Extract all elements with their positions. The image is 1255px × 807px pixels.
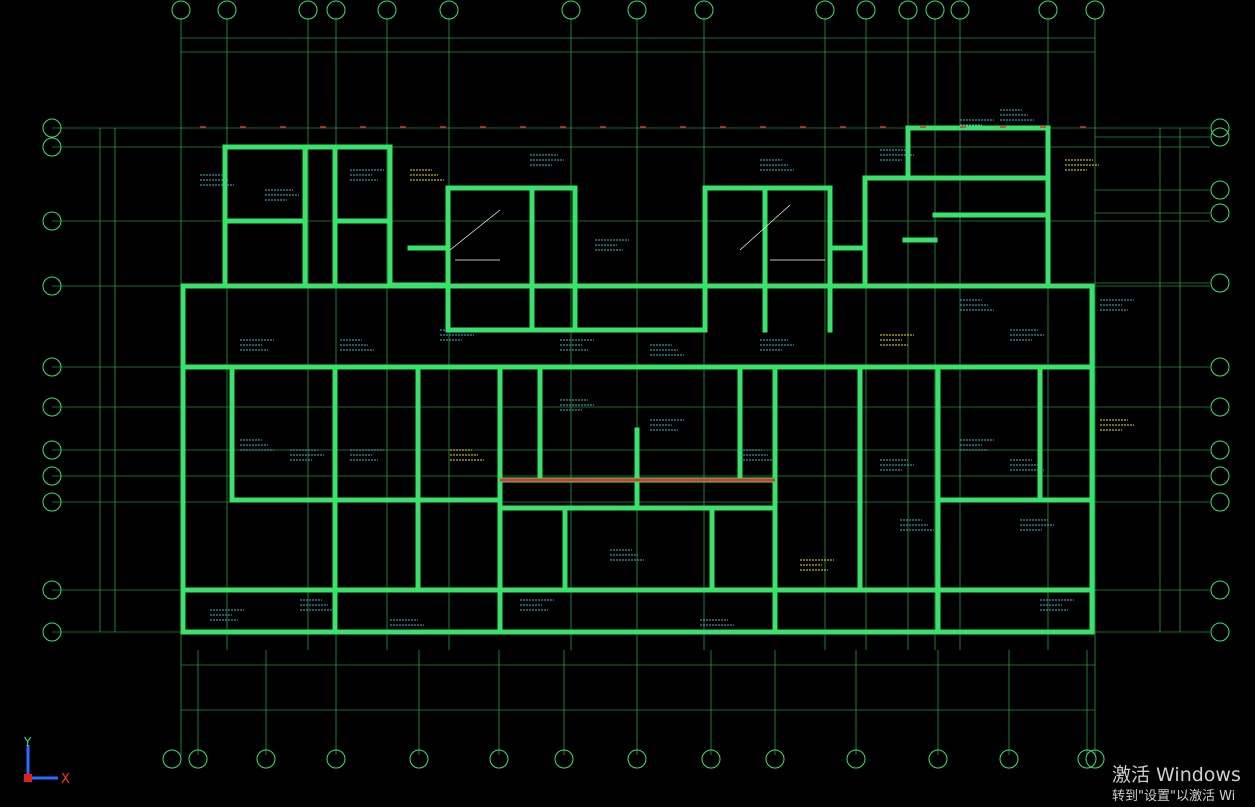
right-axis-circle-8 <box>1210 466 1230 486</box>
bottom-axis-circle-8 <box>701 749 721 769</box>
right-axis-circle-7 <box>1210 440 1230 460</box>
left-axis-circle-7 <box>42 466 62 486</box>
top-axis-bubble-14-circle <box>1038 0 1058 20</box>
bottom-axis-circle-1 <box>188 749 208 769</box>
watermark-line1: 激活 Windows <box>1112 764 1241 786</box>
bottom-axis-circle-5 <box>489 749 509 769</box>
top-axis-bubble-7-circle <box>627 0 647 20</box>
left-axis-circle-3 <box>42 276 62 296</box>
top-axis-bubble-4-circle <box>377 0 397 20</box>
bottom-axis-circle-9 <box>765 749 785 769</box>
top-axis-bubble-10-circle <box>856 0 876 20</box>
windows-activation-watermark: 激活 Windows 转到"设置"以激活 Wi <box>1112 764 1241 806</box>
bottom-axis-circle-12 <box>999 749 1019 769</box>
right-axis-circle-11 <box>1210 622 1230 642</box>
left-axis-circle-9 <box>42 580 62 600</box>
top-axis-bubble-11-circle <box>898 0 918 20</box>
right-axis-circle-6 <box>1210 397 1230 417</box>
bottom-axis-circle-7 <box>627 749 647 769</box>
bottom-axis-circle-10 <box>846 749 866 769</box>
left-axis-circle-4 <box>42 357 62 377</box>
right-axis-circle-10 <box>1210 580 1230 600</box>
shaft-line-3 <box>739 204 791 251</box>
top-axis-bubble-3-circle <box>326 0 346 20</box>
top-axis-bubble-6-circle <box>561 0 581 20</box>
bottom-axis-circle-0 <box>162 749 182 769</box>
top-axis-bubble-12-circle <box>925 0 945 20</box>
right-axis-circle-9 <box>1210 492 1230 512</box>
top-axis-bubble-0-circle <box>171 0 191 20</box>
top-axis-bubble-8-circle <box>694 0 714 20</box>
top-axis-bubble-15-circle <box>1085 0 1105 20</box>
top-axis-bubble-1-circle <box>217 0 237 20</box>
shaft-line-2 <box>449 209 501 251</box>
top-axis-bubble-2-circle <box>298 0 318 20</box>
bottom-axis-circle-2 <box>256 749 276 769</box>
bottom-axis-circle-11 <box>928 749 948 769</box>
beam-annotations <box>200 109 1134 631</box>
left-axis-circle-10 <box>42 622 62 642</box>
bottom-axis-circle-3 <box>326 749 346 769</box>
bottom-axis-circle-6 <box>554 749 574 769</box>
axis-bubbles <box>42 0 1230 769</box>
right-axis-circle-5 <box>1210 357 1230 377</box>
watermark-line2: 转到"设置"以激活 Wi <box>1112 789 1236 804</box>
right-axis-circle-1 <box>1210 127 1230 147</box>
left-axis-circle-1 <box>42 137 62 157</box>
left-axis-circle-2 <box>42 211 62 231</box>
right-axis-circle-3 <box>1210 203 1230 223</box>
right-axis-circle-4 <box>1210 273 1230 293</box>
left-axis-circle-0 <box>42 118 62 138</box>
top-axis-bubble-5-circle <box>439 0 459 20</box>
ucs-y-label: Y <box>23 735 32 749</box>
right-axis-circle-2 <box>1210 180 1230 200</box>
bottom-axis-circle-14 <box>1085 749 1105 769</box>
left-axis-circle-8 <box>42 492 62 512</box>
top-axis-bubble-9-circle <box>815 0 835 20</box>
top-axis-bubble-13-circle <box>950 0 970 20</box>
bottom-axis-circle-13 <box>1077 749 1097 769</box>
structural-walls <box>180 125 1095 635</box>
bottom-axis-circle-4 <box>409 749 429 769</box>
right-axis-circle-0 <box>1210 118 1230 138</box>
left-axis-circle-6 <box>42 440 62 460</box>
left-axis-circle-5 <box>42 397 62 417</box>
ucs-x-label: X <box>61 772 70 787</box>
ucs-icon: Y X <box>23 735 70 787</box>
